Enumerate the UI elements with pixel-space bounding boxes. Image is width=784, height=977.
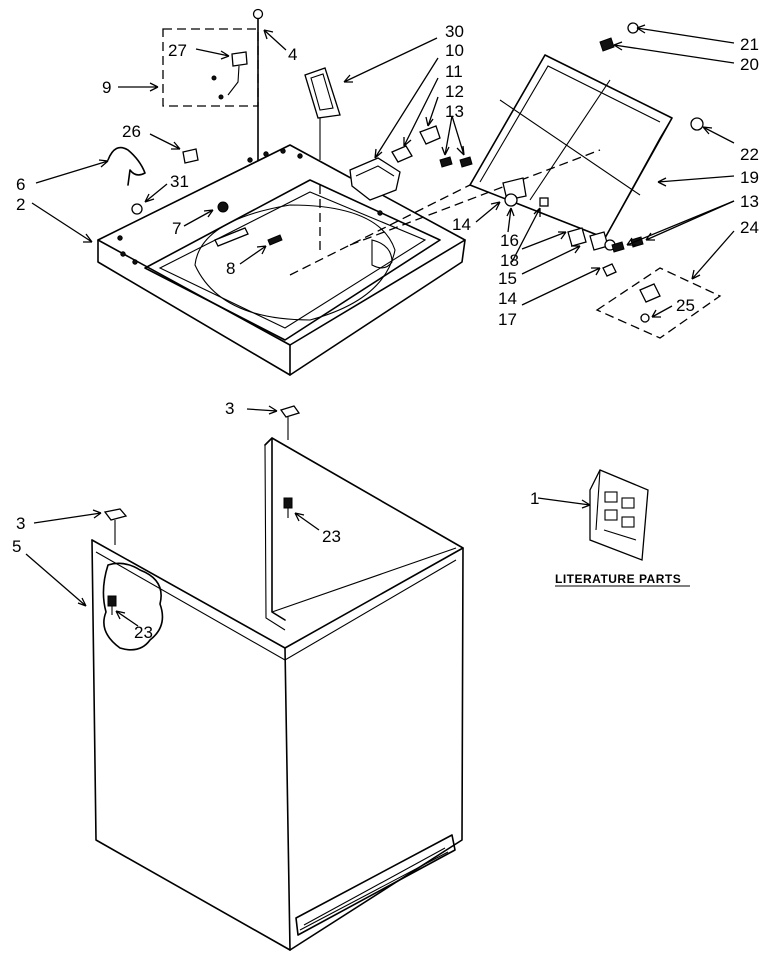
callout-12: 12 xyxy=(445,82,464,101)
callout-3-right: 3 xyxy=(225,399,234,418)
callout-30: 30 xyxy=(445,22,464,41)
callout-5: 5 xyxy=(12,537,21,556)
callout-27: 27 xyxy=(168,41,187,60)
callout-15: 15 xyxy=(498,269,517,288)
leader-lines xyxy=(25,24,735,627)
literature-booklet-1 xyxy=(589,469,649,561)
callout-23-right: 23 xyxy=(322,527,341,546)
callout-9: 9 xyxy=(102,78,111,97)
callout-24: 24 xyxy=(740,218,759,237)
callout-14-top: 14 xyxy=(452,215,471,234)
cabinet xyxy=(91,405,464,951)
callout-3-left: 3 xyxy=(16,514,25,533)
part-group-9 xyxy=(162,28,259,107)
reference-lines xyxy=(289,149,601,276)
part-bumper-21 xyxy=(627,22,639,34)
part-screw-13c xyxy=(611,241,625,253)
part-hook-6 xyxy=(107,146,146,186)
part-screw-20 xyxy=(599,37,615,52)
callout-10: 10 xyxy=(445,41,464,60)
callout-2: 2 xyxy=(16,195,25,214)
callout-16: 16 xyxy=(500,231,519,250)
callout-26: 26 xyxy=(122,122,141,141)
callout-13-top: 13 xyxy=(445,102,464,121)
literature-parts-label: LITERATURE PARTS xyxy=(555,572,681,586)
part-screw-13a xyxy=(439,156,453,168)
callout-6: 6 xyxy=(16,175,25,194)
callout-1: 1 xyxy=(530,489,539,508)
callout-11: 11 xyxy=(445,62,463,81)
callout-25: 25 xyxy=(676,296,695,315)
callout-18: 18 xyxy=(500,251,519,270)
callout-21: 21 xyxy=(740,35,759,54)
callout-13-right: 13 xyxy=(740,192,759,211)
part-group-24 xyxy=(595,267,722,339)
part-switch-housing-10 xyxy=(349,157,401,201)
callout-20: 20 xyxy=(740,55,759,74)
lid-19 xyxy=(469,54,673,251)
callouts: 1 2 3 3 4 5 6 7 8 9 10 11 12 13 13 14 14… xyxy=(12,22,759,642)
part-actuator-12 xyxy=(419,125,441,145)
part-switch-11 xyxy=(391,145,413,163)
callout-14-bottom: 14 xyxy=(498,289,517,308)
callout-8: 8 xyxy=(226,259,235,278)
part-screw-13b xyxy=(459,156,473,168)
part-triangle-30 xyxy=(304,67,341,160)
part-bumper-22 xyxy=(690,117,704,131)
callout-17: 17 xyxy=(498,310,517,329)
callout-19: 19 xyxy=(740,168,759,187)
part-clip-26 xyxy=(182,148,199,164)
callout-22: 22 xyxy=(740,145,759,164)
callout-23-left: 23 xyxy=(134,623,153,642)
callout-31: 31 xyxy=(170,172,189,191)
callout-4: 4 xyxy=(288,45,297,64)
part-hinge-pin-17 xyxy=(602,263,617,277)
callout-7: 7 xyxy=(172,219,181,238)
top-panel xyxy=(97,144,466,376)
